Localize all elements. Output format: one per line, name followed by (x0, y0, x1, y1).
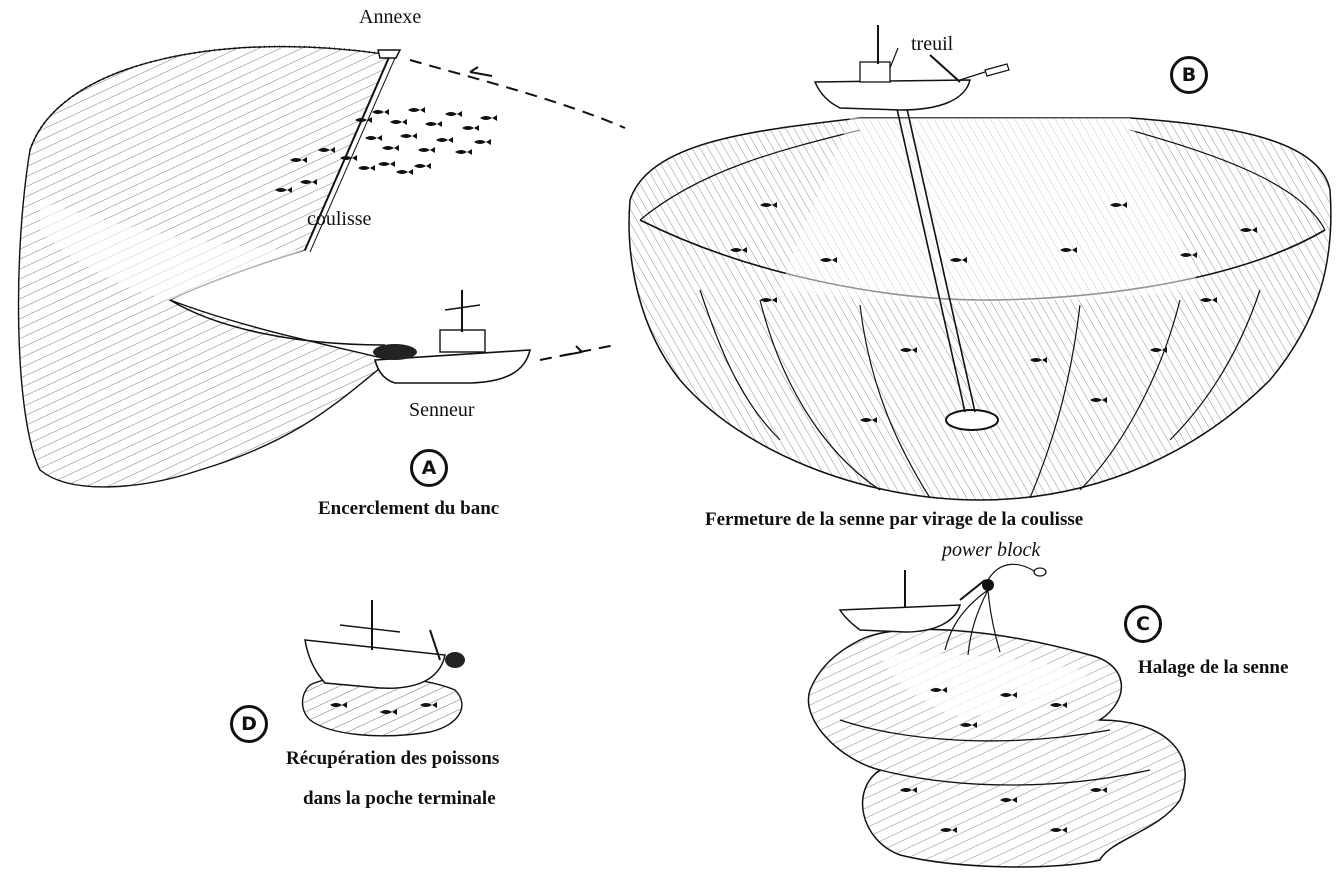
purse-rings-b (946, 410, 998, 430)
panel-b-drawing (629, 25, 1331, 500)
annexe-boat (378, 50, 400, 58)
panel-a-drawing (19, 47, 625, 487)
panel-d-caption-line1: Récupération des poissons (286, 749, 499, 768)
panel-a-badge: A (410, 449, 448, 487)
label-coulisse: coulisse (307, 209, 371, 229)
panel-b-badge: B (1170, 56, 1208, 94)
panel-d-caption-line2: dans la poche terminale (303, 789, 496, 808)
panel-a-caption: Encerclement du banc (318, 499, 499, 518)
label-senneur: Senneur (409, 400, 475, 420)
label-annexe: Annexe (359, 7, 421, 27)
panel-c-badge: C (1124, 605, 1162, 643)
panel-c-caption: Halage de la senne (1138, 658, 1288, 677)
label-power-block: power block (942, 540, 1040, 560)
seiner-ship-c (840, 570, 985, 632)
panel-b-caption: Fermeture de la senne par virage de la c… (705, 510, 1083, 529)
panel-d-drawing (303, 600, 466, 736)
senneur-boat (373, 290, 530, 383)
seiner-ship-d (305, 600, 465, 688)
panel-d-badge: D (230, 705, 268, 743)
trajectory-top (410, 60, 625, 128)
label-treuil: treuil (911, 34, 953, 54)
